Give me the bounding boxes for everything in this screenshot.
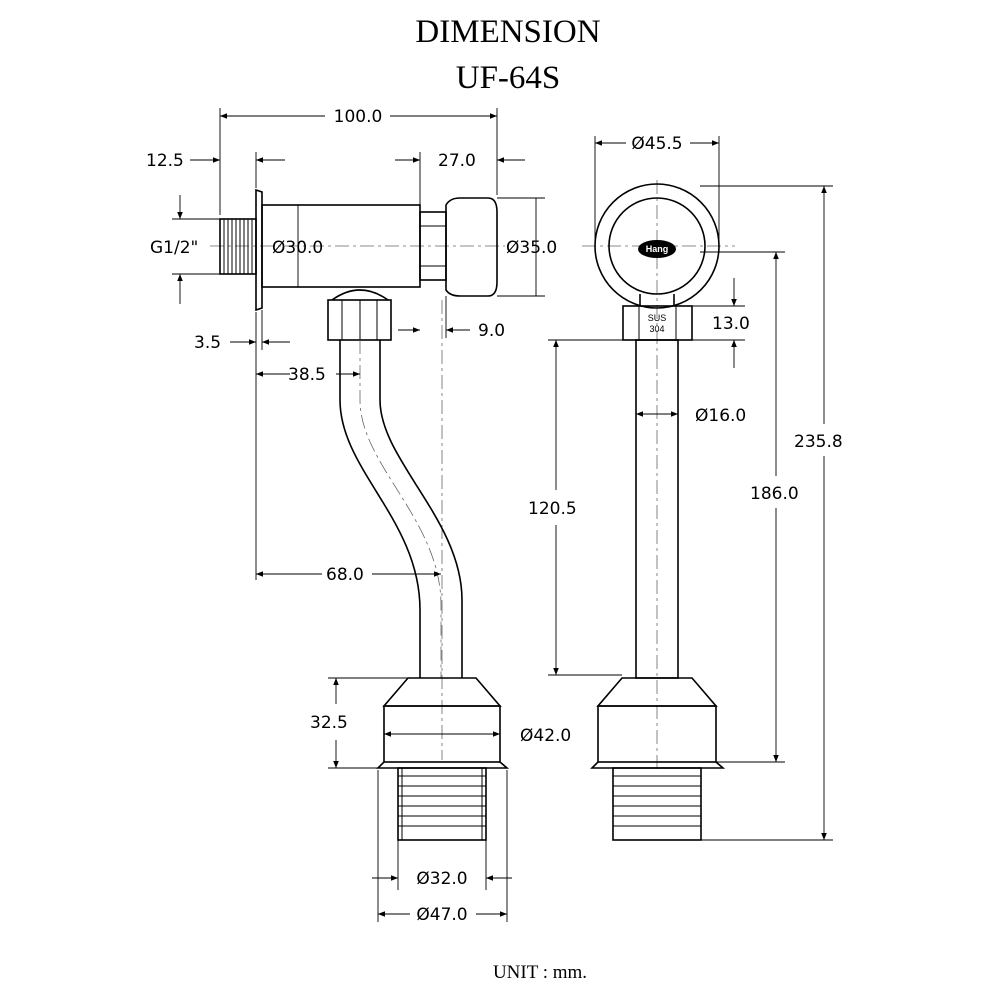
dim-thread-length: 12.5 (146, 151, 184, 171)
dim-pipe-length: 120.5 (528, 499, 577, 519)
dim-thread-size: G1/2" (150, 238, 198, 258)
button-ring-outer (594, 183, 720, 309)
dim-nut-height: 13.0 (712, 314, 750, 334)
dim-cup-height: 32.5 (310, 713, 348, 733)
dim-outlet-offset: 38.5 (288, 365, 326, 385)
dim-pipe-diameter: Ø16.0 (695, 406, 746, 426)
threaded-inlet (219, 218, 257, 275)
side-view: 100.0 12.5 27.0 G1/2" Ø30.0 Ø35.0 3.5 (146, 107, 571, 925)
material-mark-1: SUS (648, 313, 667, 323)
material-mark-2: 304 (649, 324, 664, 334)
front-spreader-cup (597, 705, 717, 763)
flush-pipe-left-edge (339, 340, 421, 678)
dim-pipe-total: 186.0 (750, 484, 799, 504)
dim-button-diameter: Ø35.0 (506, 238, 557, 258)
front-view: Hang SUS 304 Ø45.5 (528, 134, 843, 841)
dim-bend-offset: 68.0 (326, 565, 364, 585)
wall-flange (255, 188, 263, 312)
button-ring-inner (608, 197, 706, 295)
brand-logo-text: Hang (646, 244, 669, 254)
ribbed-outlet (397, 767, 487, 841)
push-button (445, 197, 498, 297)
front-ribbed-outlet (612, 767, 702, 841)
brand-logo (638, 240, 676, 258)
dim-nut-gap: 9.0 (478, 321, 505, 341)
dim-total-height: 235.8 (794, 432, 843, 452)
dim-hose-diameter: Ø32.0 (416, 869, 467, 889)
dim-button-length: 27.0 (438, 151, 476, 171)
drawing-title: DIMENSION (415, 14, 600, 50)
dim-body-diameter: Ø30.0 (272, 238, 323, 258)
front-coupling-nut (622, 305, 693, 341)
dim-ring-diameter: Ø45.5 (631, 134, 682, 154)
dim-base-diameter: Ø47.0 (416, 905, 467, 925)
dim-overall-length: 100.0 (334, 107, 383, 127)
flush-pipe-right-edge (379, 340, 463, 678)
dim-cup-diameter: Ø42.0 (520, 726, 571, 746)
model-number: UF-64S (456, 60, 561, 96)
dim-flange-thickness: 3.5 (194, 333, 221, 353)
unit-note: UNIT : mm. (493, 962, 587, 983)
